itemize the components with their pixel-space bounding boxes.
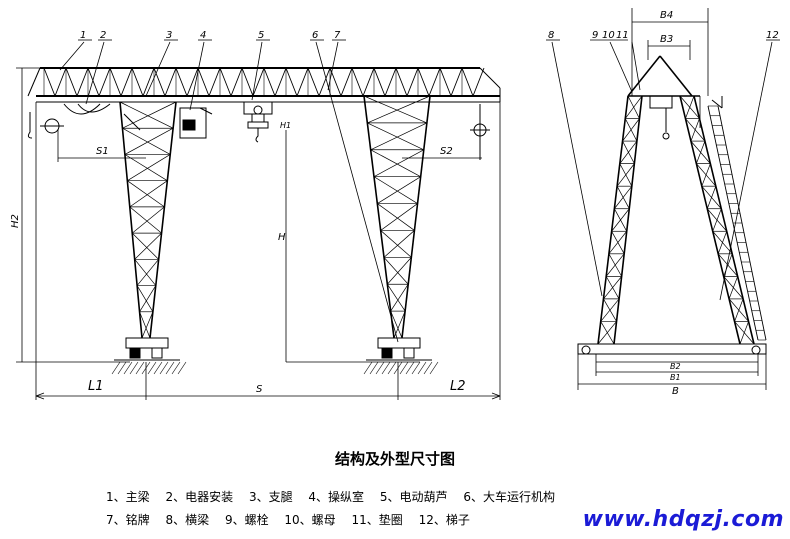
electrical-equipment <box>27 103 141 139</box>
legend-item: 3、支腿 <box>248 490 293 504</box>
callout-9: 9 <box>592 30 598 41</box>
travel-mechanism-right <box>363 337 439 375</box>
dim-s1: S1 <box>96 146 109 157</box>
callout-6: 6 <box>312 30 318 41</box>
legend-item: 12、梯子 <box>418 513 470 527</box>
diagram-caption: 结构及外型尺寸图 <box>334 450 455 468</box>
left-support-leg <box>119 101 177 339</box>
callout-5: 5 <box>258 30 264 41</box>
dim-b: B <box>672 386 679 397</box>
dim-h: H <box>278 232 286 243</box>
callout-1: 1 <box>80 30 86 41</box>
callout-leaders-side <box>546 39 780 301</box>
dim-b2: B2 <box>670 362 681 371</box>
dimension-lines-front <box>16 67 501 400</box>
legend-item: 11、垫圈 <box>351 513 403 527</box>
legend-row-2: 7、铭牌 8、横梁 9、螺栓 10、螺母 11、垫圈 12、梯子 <box>106 511 482 528</box>
legend-item: 2、电器安装 <box>165 490 234 504</box>
dim-b4: B4 <box>660 10 673 21</box>
site-watermark[interactable]: www.hdqzj.com <box>582 507 784 532</box>
callout-4: 4 <box>200 30 206 41</box>
dimension-lines-side <box>577 8 767 390</box>
legend-item: 1、主梁 <box>106 490 150 504</box>
callout-numbers: 1 2 3 4 5 6 7 8 9 10 11 12 <box>80 30 779 41</box>
callout-2: 2 <box>100 30 106 41</box>
dim-l2: L2 <box>450 379 466 394</box>
main-girder <box>27 67 501 103</box>
dim-s: S <box>256 384 263 395</box>
dim-b1: B1 <box>670 373 681 382</box>
legend-row-1: 1、主梁 2、电器安装 3、支腿 4、操纵室 5、电动葫芦 6、大车运行机构 <box>106 488 567 505</box>
side-view-frame <box>577 55 767 355</box>
callout-12: 12 <box>766 30 779 41</box>
legend-item: 7、铭牌 <box>106 513 150 527</box>
callout-10: 10 <box>602 30 615 41</box>
electric-hoist <box>243 101 273 143</box>
dim-s2: S2 <box>440 146 453 157</box>
callout-11: 11 <box>616 30 629 41</box>
dim-b3: B3 <box>660 34 673 45</box>
legend-item: 10、螺母 <box>284 513 336 527</box>
dim-h1: H1 <box>280 121 291 130</box>
legend-item: 9、螺栓 <box>224 513 269 527</box>
right-support-leg <box>363 95 431 339</box>
callout-3: 3 <box>166 30 172 41</box>
callout-8: 8 <box>548 30 554 41</box>
legend-item: 4、操纵室 <box>308 490 365 504</box>
dim-l1: L1 <box>88 379 104 394</box>
legend-item: 5、电动葫芦 <box>379 490 448 504</box>
travel-mechanism-left <box>111 337 187 375</box>
dim-h2: H2 <box>10 214 21 228</box>
legend-item: 6、大车运行机构 <box>463 490 555 504</box>
callout-7: 7 <box>334 30 341 41</box>
callout-leaders-front <box>59 39 399 343</box>
dimension-labels: H2 H S1 S2 S L1 L2 B4 B3 H1 B2 B1 B <box>10 10 681 397</box>
right-end-hook <box>470 104 490 160</box>
legend-item: 8、横梁 <box>165 513 210 527</box>
operator-cab <box>179 107 213 139</box>
